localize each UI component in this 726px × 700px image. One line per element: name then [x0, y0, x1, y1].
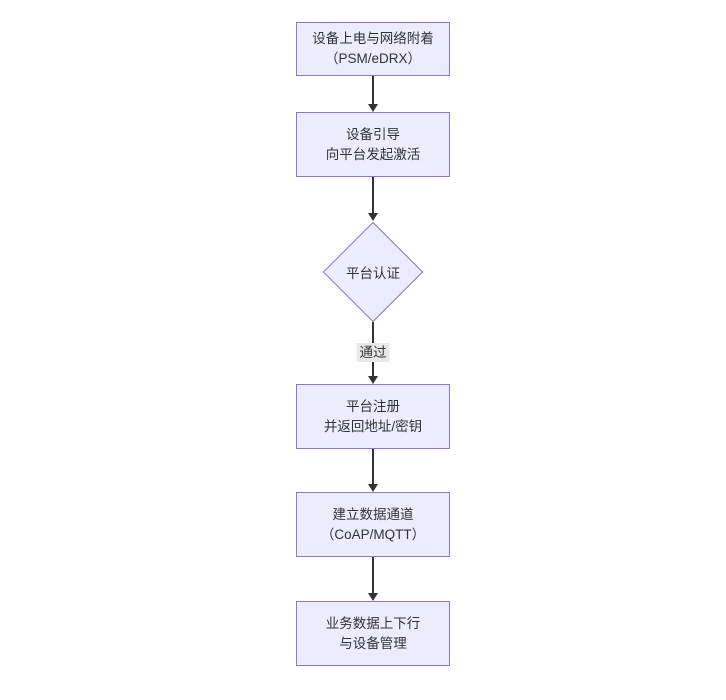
node-business-data-mgmt: 业务数据上下行 与设备管理 — [296, 601, 450, 666]
node-text-line: 与设备管理 — [339, 635, 407, 651]
decision-platform-auth: 平台认证 — [322, 221, 424, 323]
arrowhead-icon — [368, 484, 378, 492]
arrowhead-icon — [368, 376, 378, 384]
arrowhead-icon — [368, 104, 378, 112]
node-power-attach: 设备上电与网络附着 （PSM/eDRX） — [296, 22, 450, 76]
node-text-line: 业务数据上下行 — [325, 615, 421, 631]
node-text-line: 设备上电与网络附着 — [312, 31, 434, 46]
arrowhead-icon — [368, 593, 378, 601]
node-text-line: （PSM/eDRX） — [324, 51, 422, 66]
node-text-line: 并返回地址/密钥 — [323, 418, 423, 434]
node-text-line: （CoAP/MQTT） — [320, 526, 426, 542]
node-text-line: 平台注册 — [346, 398, 400, 414]
edge-arrow-line — [372, 449, 374, 485]
arrowhead-icon — [368, 213, 378, 221]
node-bootstrap-activate: 设备引导 向平台发起激活 — [296, 112, 450, 177]
node-text-line: 平台认证 — [346, 266, 400, 281]
node-text-line: 设备引导 — [346, 126, 400, 142]
node-text-line: 向平台发起激活 — [325, 146, 421, 162]
edge-arrow-line — [372, 76, 374, 105]
node-data-channel: 建立数据通道 （CoAP/MQTT） — [296, 492, 450, 557]
edge-arrow-line — [372, 557, 374, 594]
node-text-line: 建立数据通道 — [332, 506, 414, 522]
edge-arrow-line — [372, 177, 374, 214]
node-platform-register: 平台注册 并返回地址/密钥 — [296, 384, 450, 449]
edge-label-pass: 通过 — [356, 343, 390, 362]
